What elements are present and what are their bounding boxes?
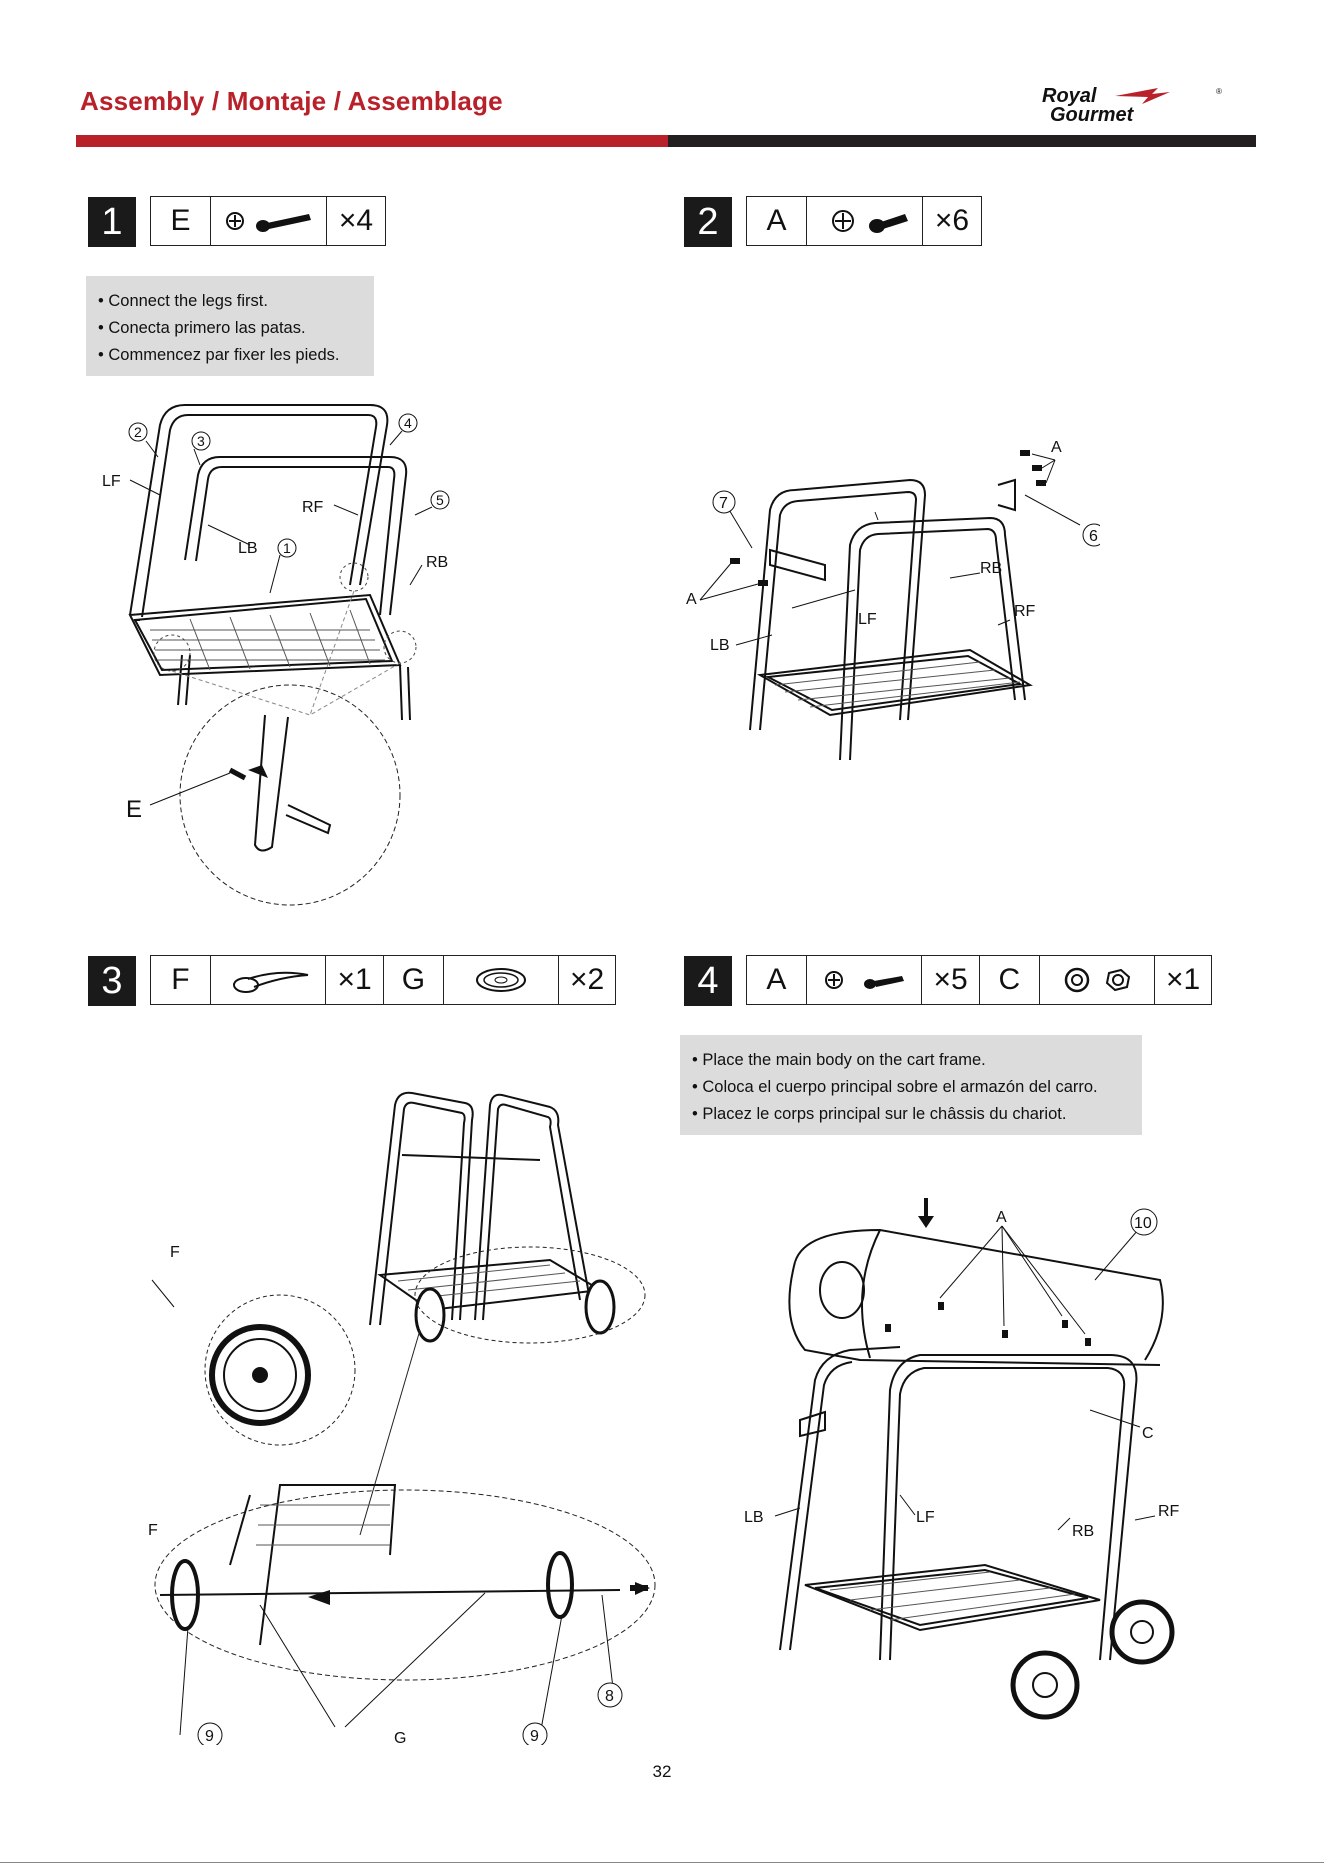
callout: F	[148, 1522, 158, 1539]
svg-text:Gourmet: Gourmet	[1050, 104, 1135, 124]
part-qty: ×4	[338, 204, 374, 237]
page-number: 32	[652, 1762, 672, 1781]
parts-box: E ×4	[150, 196, 386, 246]
parts-box: A ×5 C ×1	[746, 955, 1212, 1005]
step1-diagram: 2 3 4 5 1 LF LB RF RB E	[102, 404, 450, 906]
callout: LF	[858, 611, 877, 628]
note-line: • Conecta primero las patas.	[98, 319, 306, 337]
part-letter: E	[151, 197, 211, 245]
screw-icon	[807, 956, 923, 1004]
svg-text:®: ®	[1216, 87, 1222, 96]
parts-box: A ×6	[746, 196, 982, 246]
screw-icon	[807, 197, 923, 245]
header-bar-red	[76, 135, 670, 147]
instruction-note: • Connect the legs first. • Conecta prim…	[86, 276, 374, 376]
callout: RB	[426, 554, 448, 571]
callout: RB	[1072, 1523, 1094, 1540]
hitch-pin-icon	[211, 956, 327, 1004]
step-number: 3	[88, 956, 136, 1006]
callout: G	[394, 1730, 406, 1745]
callout: 3	[197, 433, 205, 449]
callout: F	[170, 1244, 180, 1261]
footer-divider	[0, 1862, 1324, 1863]
callout: A	[996, 1209, 1007, 1226]
step-number: 2	[684, 197, 732, 247]
note-line: • Commencez par fixer les pieds.	[98, 346, 340, 364]
page-title: Assembly / Montaje / Assemblage	[80, 86, 503, 116]
callout: E	[126, 796, 142, 823]
callout: LB	[744, 1509, 764, 1526]
callout: RF	[1014, 603, 1036, 620]
step4-diagram: A 10 C LB LF RB RF	[744, 1198, 1180, 1720]
part-qty: ×6	[934, 204, 970, 237]
step3-diagram: F F 9 G 9 8	[148, 1091, 656, 1745]
washer-icon	[444, 956, 560, 1004]
callout: 5	[436, 492, 444, 508]
callout: RF	[302, 499, 324, 516]
brand-logo: Royal Gourmet ®	[1042, 85, 1222, 124]
note-line: • Place the main body on the cart frame.	[692, 1051, 986, 1069]
note-line: • Connect the legs first.	[98, 292, 268, 310]
instruction-note: • Place the main body on the cart frame.…	[680, 1035, 1142, 1135]
callout: RB	[980, 560, 1002, 577]
svg-text:Royal: Royal	[1042, 85, 1097, 107]
note-line: • Placez le corps principal sur le châss…	[692, 1105, 1067, 1123]
callout: LB	[710, 637, 730, 654]
screw-icon	[211, 197, 327, 245]
callout: LF	[916, 1509, 935, 1526]
parts-box: F ×1 G ×2	[150, 955, 616, 1005]
step-number: 1	[88, 197, 136, 247]
callout: 9	[530, 1728, 539, 1745]
washer-nut-icon	[1040, 956, 1156, 1004]
part-letter: G	[384, 956, 444, 1004]
part-qty: ×2	[570, 963, 605, 996]
callout: A	[1051, 439, 1062, 456]
step-number: 4	[684, 956, 732, 1006]
callout: 7	[719, 495, 728, 512]
part-qty: ×1	[1166, 963, 1201, 996]
callout: LF	[102, 473, 121, 490]
callout: 2	[134, 424, 142, 440]
callout: 4	[404, 415, 412, 431]
callout: RF	[1158, 1503, 1180, 1520]
note-line: • Coloca el cuerpo principal sobre el ar…	[692, 1078, 1098, 1096]
step2-diagram: 7 6 A A RB LF RF LB	[686, 439, 1100, 761]
part-letter: A	[747, 197, 807, 245]
part-letter: F	[151, 956, 211, 1004]
part-letter: A	[747, 956, 807, 1004]
part-qty: ×5	[922, 956, 980, 1004]
part-qty: ×1	[326, 956, 384, 1004]
callout: 8	[605, 1688, 614, 1705]
callout: A	[686, 591, 697, 608]
callout: 9	[205, 1728, 214, 1745]
part-letter: C	[980, 956, 1040, 1004]
callout: 10	[1134, 1215, 1152, 1232]
callout: 6	[1089, 528, 1098, 545]
callout: C	[1142, 1425, 1154, 1442]
callout: 1	[283, 540, 291, 556]
callout: LB	[238, 540, 258, 557]
header-bar-dark	[668, 135, 1256, 147]
